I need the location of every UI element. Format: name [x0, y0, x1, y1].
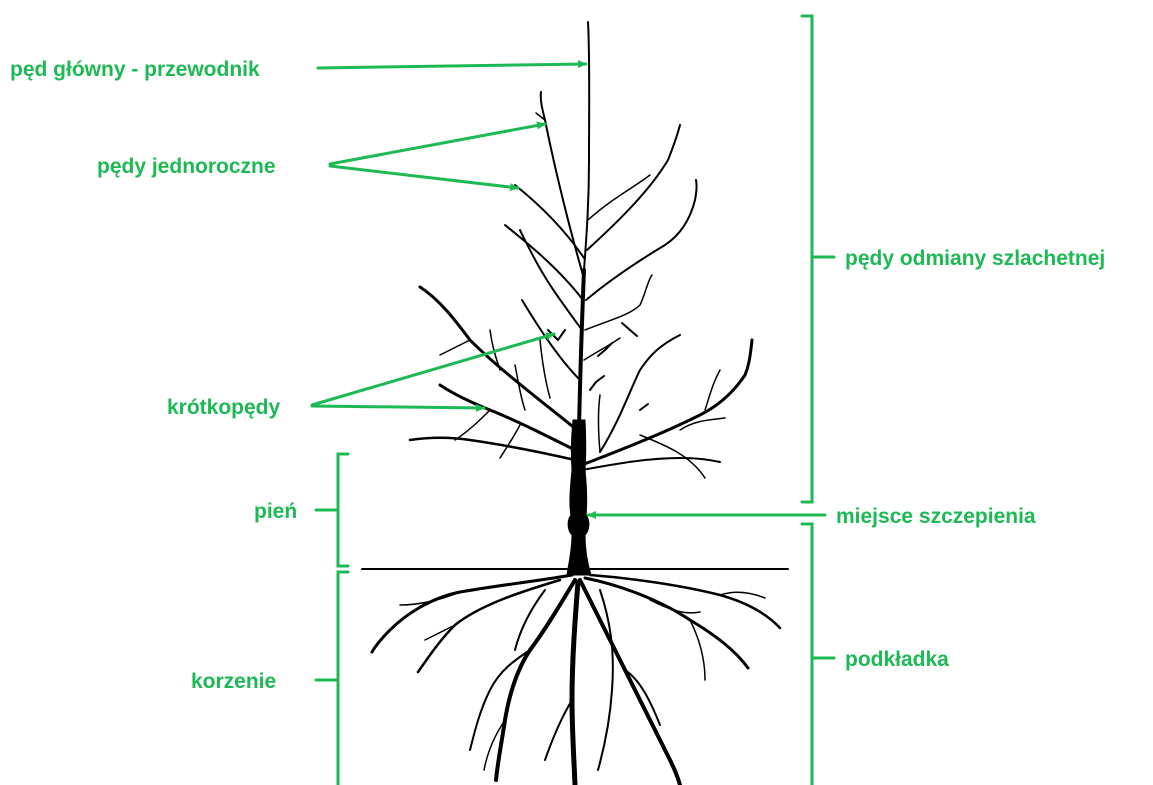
label-main-shoot: pęd główny - przewodnik: [10, 58, 260, 81]
label-rootstock: podkładka: [845, 648, 949, 671]
label-graft-union: miejsce szczepienia: [836, 505, 1036, 528]
bracket-roots: [338, 572, 348, 785]
root-system: [372, 575, 780, 785]
label-scion-shoots: pędy odmiany szlachetnej: [845, 247, 1105, 270]
bracket-scion: [802, 16, 812, 502]
label-annual-shoots: pędy jednoroczne: [97, 155, 276, 178]
label-spurs: krótkopędy: [167, 396, 281, 419]
arrow-annual-shoot-upper: [330, 124, 545, 164]
arrow-main-shoot: [318, 64, 586, 68]
trunk: [567, 420, 591, 575]
arrow-spur-lower: [312, 406, 484, 408]
arrow-spur-upper: [312, 334, 554, 405]
bracket-rootstock: [802, 524, 812, 785]
arrow-annual-shoot-lower: [330, 166, 518, 188]
tree-illustration: [362, 22, 788, 785]
leader: [584, 22, 589, 270]
label-trunk: pień: [254, 500, 297, 523]
label-roots: korzenie: [191, 670, 276, 693]
